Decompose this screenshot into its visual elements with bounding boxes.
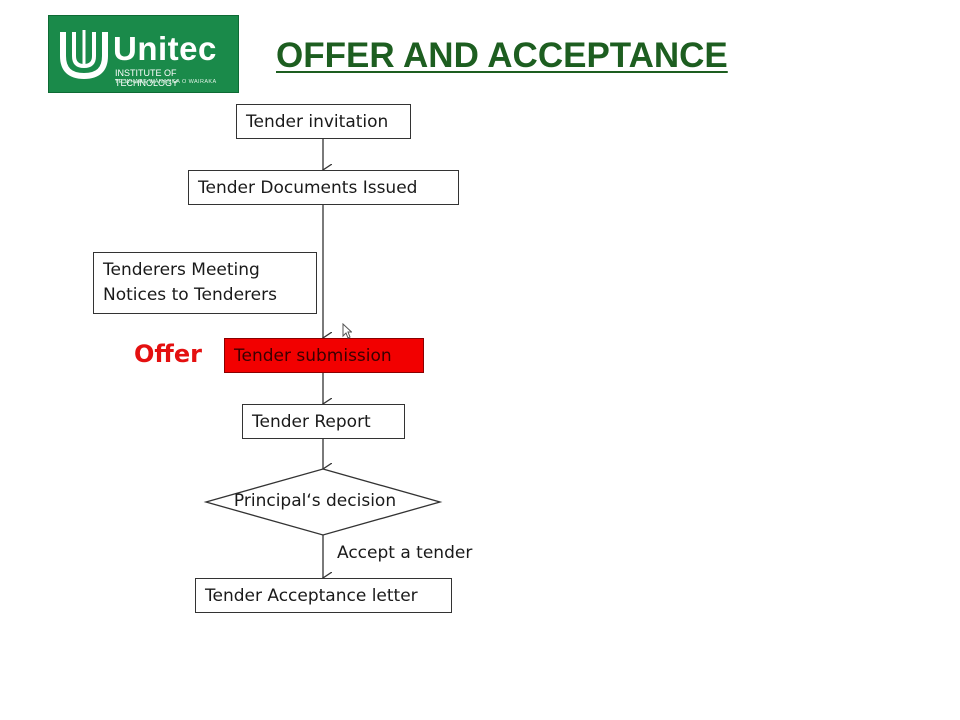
node-tender-report: Tender Report	[242, 404, 405, 439]
logo-tagline: INSTITUTE OF TECHNOLOGY	[115, 68, 179, 88]
node-principals-decision-label: Principal‘s decision	[233, 491, 397, 511]
slide-title: OFFER AND ACCEPTANCE	[276, 36, 728, 75]
mouse-cursor-icon	[342, 323, 352, 339]
node-tenderers-meeting-line1: Tenderers Meeting	[103, 260, 260, 280]
logo-brand-name: Unitec	[113, 30, 217, 67]
node-tender-invitation: Tender invitation	[236, 104, 411, 139]
node-tender-invitation-label: Tender invitation	[246, 111, 389, 132]
node-tenderers-meeting-line2: Notices to Tenderers	[103, 285, 277, 305]
node-tender-submission-label: Tender submission	[234, 345, 392, 366]
node-tender-report-label: Tender Report	[252, 411, 371, 432]
node-tender-acceptance-letter: Tender Acceptance letter	[195, 578, 452, 613]
node-tender-submission: Tender submission	[224, 338, 424, 373]
unitec-logo: Unitec INSTITUTE OF TECHNOLOGY TE WHARE …	[48, 15, 239, 93]
node-tender-acceptance-letter-label: Tender Acceptance letter	[205, 585, 418, 606]
edge-accept-tender-label: Accept a tender	[337, 543, 473, 563]
logo-subtagline: TE WHARE WĀNANGA O WAIRAKA	[115, 79, 217, 85]
node-tender-documents-issued: Tender Documents Issued	[188, 170, 459, 205]
node-tenderers-meeting: Tenderers Meeting Notices to Tenderers	[93, 252, 317, 314]
unitec-u-mark-icon	[60, 30, 108, 80]
offer-label: Offer	[134, 340, 202, 368]
node-tender-documents-issued-label: Tender Documents Issued	[198, 177, 418, 198]
